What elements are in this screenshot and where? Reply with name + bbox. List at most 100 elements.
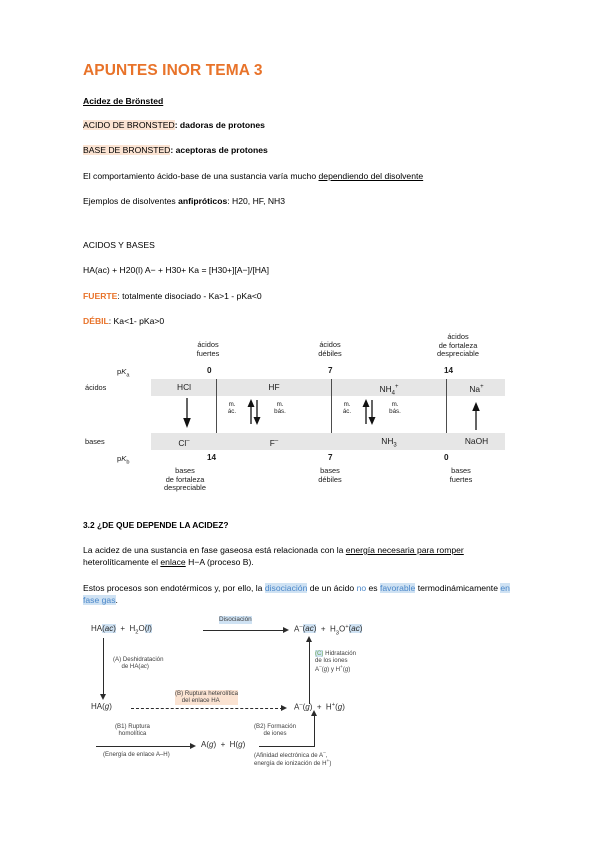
divider-3 (446, 378, 448, 433)
base-cell-cl: Cl– (178, 437, 190, 448)
cycle-label-disociacion: Disociación (219, 615, 252, 624)
cycle-label-b: (B) Ruptura heterolítica del enlace HA (175, 689, 238, 705)
behaviour-underlined: dependiendo del disolvente (318, 170, 424, 181)
cycle-b2-vertical-line (314, 715, 315, 747)
solvent-examples-line: Ejemplos de disolventes anfipróticos: H2… (83, 195, 520, 207)
solvents-bold: anfipróticos (178, 196, 228, 207)
tick-bottom-0: 0 (444, 452, 449, 462)
cycle-b1-arrow-line (96, 745, 192, 747)
acids-bases-header: ACIDOS Y BASES (83, 239, 155, 250)
acids-band (151, 378, 505, 396)
acid-definition-line: ACIDO DE BRONSTED: dadoras de protones (83, 119, 520, 131)
solvents-pre: Ejemplos de disolventes (83, 196, 179, 207)
cycle-b2-arrowhead (311, 709, 317, 716)
cycle-label-b2-sub: (Afinidad electrónica de A–,energía de i… (254, 750, 332, 768)
cycle-top-left-species: HA(ac) + H2O(l) (91, 623, 152, 636)
acid-cell-hcl: HCl (177, 381, 191, 392)
base-definition-text: : aceptoras de protones (170, 145, 268, 156)
equilibrium-equation: HA(ac) + H20(l) A− + H30+ Ka = [H30+][A−… (83, 265, 270, 276)
cycle-mid-arrow-line (131, 707, 283, 709)
cycle-mid-right-species: A–(g) + H+(g) (294, 701, 345, 712)
base-definition-line: BASE DE BRONSTED: aceptoras de protones (83, 144, 520, 156)
strong-label: FUERTE (83, 290, 118, 301)
cycle-top-right-species: A–(ac) + H3O+(ac) (294, 623, 363, 636)
pkb-label: pKb (117, 453, 130, 466)
spacer (83, 221, 520, 239)
divider-2 (331, 378, 333, 433)
cycle-right-arrow-line (309, 641, 310, 704)
tick-top-14: 14 (444, 365, 454, 375)
cycle-mid-left-species: HA(g) (91, 701, 112, 711)
cycle-bottom-species: A(g) + H(g) (201, 739, 246, 749)
base-cell-f: F– (269, 437, 279, 448)
cycle-left-arrow-line (103, 637, 104, 696)
p1-part-c: H−A (proceso B). (185, 557, 254, 568)
tick-bottom-7: 7 (328, 452, 333, 462)
section2-paragraph-2: Estos procesos son endotérmicos y, por e… (83, 582, 520, 607)
cycle-left-arrowhead (100, 693, 106, 700)
p1-underline-2: enlace (160, 557, 186, 568)
p2-part-c: es (366, 582, 380, 593)
cycle-right-arrowhead (306, 635, 312, 642)
p2-highlight-favorable: favorable (379, 582, 416, 593)
section-subheading: Acidez de Brönsted (83, 96, 164, 106)
base-definition-label: BASE DE BRONSTED (83, 145, 171, 156)
cycle-mid-arrowhead (281, 704, 287, 711)
p2-part-a: Estos procesos son endotérmicos y, por e… (83, 582, 265, 593)
cycle-label-a: (A) Deshidratación de HA(ac) (113, 655, 164, 671)
weak-text: : Ka<1- pKa>0 (108, 316, 165, 327)
acid-cell-nh4: NH4+ (379, 383, 399, 397)
base-cell-naoh: NaOH (464, 435, 489, 446)
cycle-b1-arrowhead (190, 742, 196, 749)
arrow-naoh-up (471, 400, 481, 434)
arrow-hcl-down (182, 397, 192, 432)
p2-part-d: termodinámicamente (415, 582, 501, 593)
section2-paragraph-1: La acidez de una sustancia en fase gaseo… (83, 544, 520, 569)
page-title: APUNTES INOR TEMA 3 (83, 62, 263, 79)
p2-highlight-disociacion: disociación (264, 582, 308, 593)
tick-top-7: 7 (328, 365, 333, 375)
solvents-post: : H20, HF, NH3 (227, 196, 286, 207)
cycle-b2-arrow-line (259, 745, 315, 747)
p2-blue-no: no (356, 582, 367, 593)
p2-part-e: . (115, 595, 118, 606)
p1-part-a: La acidez de una sustancia en fase gaseo… (83, 544, 346, 555)
weak-label: DÉBIL (83, 316, 109, 327)
arrow-hf-equilibrium (246, 398, 262, 428)
section2-heading: 3.2 ¿DE QUE DEPENDE LA ACIDEZ? (83, 519, 229, 530)
tick-bottom-14: 14 (207, 452, 217, 462)
acid-definition-text: : dadoras de protones (174, 120, 265, 130)
arrow-nh4-equilibrium (361, 398, 377, 428)
acid-definition-label: ACIDO DE BRONSTED (83, 120, 175, 130)
p2-part-b: de un ácido (307, 582, 357, 593)
divider-1 (216, 378, 218, 433)
tick-top-0: 0 (207, 365, 212, 375)
acid-cell-na: Na+ (469, 383, 484, 394)
label-hf-base: m.bás. (274, 400, 286, 415)
label-hf-acid: m.ác. (227, 400, 237, 415)
spacer-2 (83, 501, 520, 519)
row-label-acids: ácidos (85, 382, 107, 392)
p1-underline-1: energía necesaria para romper (345, 544, 464, 555)
solvent-behaviour-line: El comportamiento ácido-base de una sust… (83, 170, 520, 182)
p1-part-b: heterolíticamente el (83, 557, 161, 568)
label-nh4-base: m.bás. (389, 400, 401, 415)
cycle-label-b1-sub: (Energía de enlace A–H) (103, 750, 170, 758)
base-cell-nh3: NH3 (381, 435, 397, 449)
cycle-top-arrowhead (283, 626, 289, 633)
acid-cell-hf: HF (268, 381, 280, 392)
thermodynamic-cycle-figure: HA(ac) + H2O(l) A–(ac) + H3O+(ac) Disoci… (91, 615, 411, 795)
cycle-top-arrow-line (203, 629, 285, 631)
behaviour-text: El comportamiento ácido-base de una sust… (83, 170, 319, 181)
